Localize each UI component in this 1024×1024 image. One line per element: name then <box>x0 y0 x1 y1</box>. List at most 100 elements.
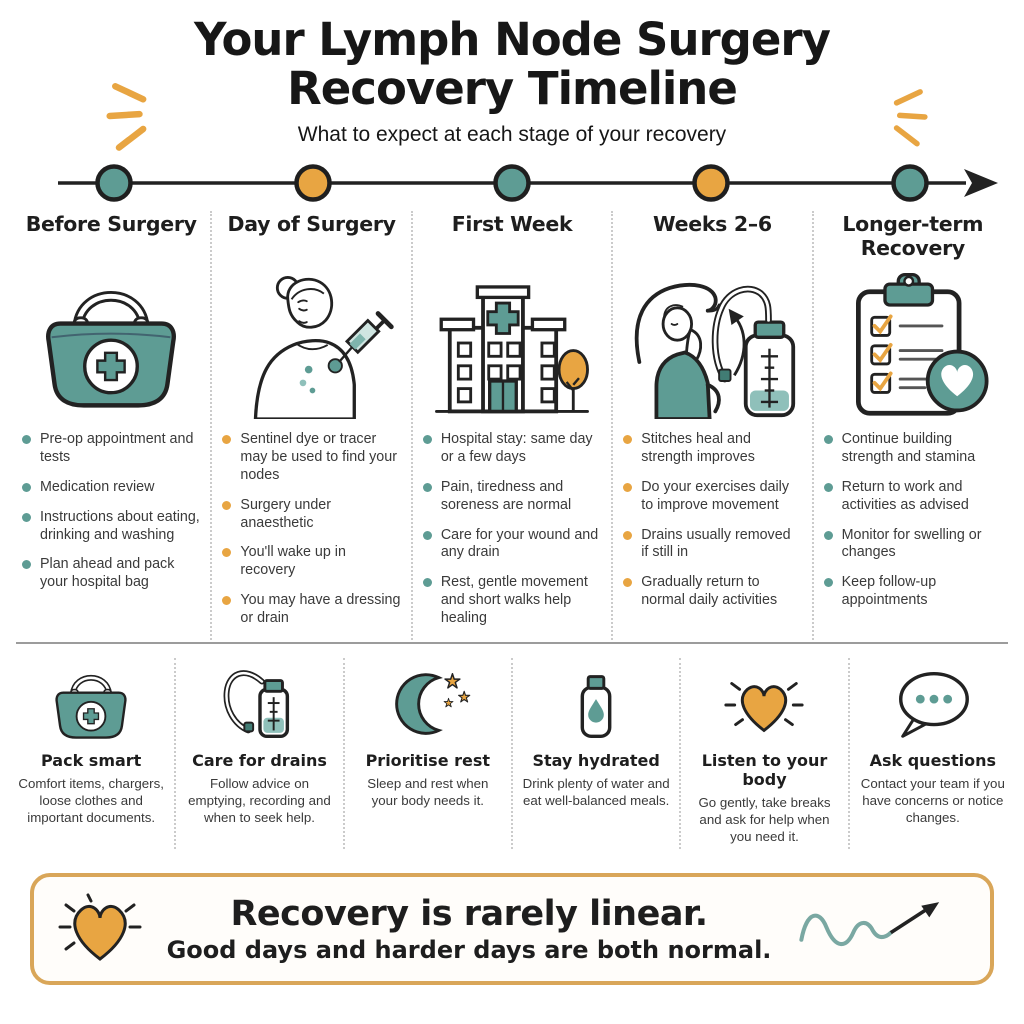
bullet-dot <box>623 482 633 492</box>
list-item: You may have a dressing or drain <box>222 592 400 628</box>
tip-text: Drink plenty of water and eat well-balan… <box>522 775 670 808</box>
tip-title: Listen to your body <box>701 750 828 789</box>
title-line-1: Your Lymph Node Surgery <box>194 13 831 66</box>
stretching-drain-icon <box>635 283 796 420</box>
moon-stars-icon <box>395 672 471 735</box>
bullet-dot <box>823 482 833 492</box>
tip-text: Follow advice on emptying, recording and… <box>188 775 331 825</box>
stage-label: Before Surgery <box>25 212 197 237</box>
stage-label: Weeks 2–6 <box>653 212 772 237</box>
timeline-axis <box>58 164 998 202</box>
bullet-text: Stitches heal and strength improves <box>641 431 755 466</box>
banner-text: Recovery is rarely linear. Good days and… <box>154 894 784 964</box>
water-bottle-icon <box>580 675 612 738</box>
bullet-dot <box>22 435 31 445</box>
bullet-dot <box>823 530 833 540</box>
tip-listen-to-your-body: Listen to your body Go gently, take brea… <box>681 657 850 849</box>
bullet-dot <box>422 482 432 492</box>
drain-bottle-icon <box>224 670 290 738</box>
heart-burst-icon <box>58 893 142 961</box>
list-item: You'll wake up in recovery <box>222 544 400 580</box>
bullet-dot <box>22 512 31 522</box>
stages-row: Before Surgery Pre-op appointment and te… <box>0 211 1024 640</box>
speech-bubble-icon <box>898 671 969 738</box>
tips-row: Pack smart Comfort items, chargers, loos… <box>0 652 1024 849</box>
stage-weeks-2-6: Weeks 2–6 <box>613 211 814 640</box>
sparkle-rays-icon <box>106 83 147 151</box>
tip-title: Ask questions <box>869 750 996 770</box>
bullet-text: Surgery under anaesthetic <box>240 496 332 531</box>
bullet-dot <box>422 435 432 445</box>
bullet-text: Keep follow-up appointments <box>841 574 937 609</box>
tip-title: Care for drains <box>192 750 327 770</box>
bullet-text: Medication review <box>40 478 155 495</box>
tip-ask-questions: Ask questions Contact your team if you h… <box>850 658 1016 849</box>
bullet-text: Return to work and activities as advised <box>841 478 969 513</box>
list-item: Pre-op appointment and tests <box>22 431 200 467</box>
bullet-text: Do your exercises daily to improve movem… <box>641 478 790 513</box>
bullet-dot <box>222 596 232 606</box>
bullet-text: Monitor for swelling or changes <box>841 526 982 561</box>
tip-pack-smart: Pack smart Comfort items, chargers, loos… <box>8 657 177 849</box>
list-item: Sentinel dye or tracer may be used to fi… <box>222 431 400 485</box>
tip-title: Pack smart <box>41 750 142 770</box>
tip-text: Go gently, take breaks and ask for help … <box>698 794 831 844</box>
tip-title: Prioritise rest <box>365 750 491 770</box>
list-item: Continue building strength and stamina <box>823 431 1002 467</box>
stage-label: Longer-term Recovery <box>842 212 984 260</box>
list-item: Hospital stay: same day or a few days <box>422 431 601 467</box>
bullet-text: Pre-op appointment and tests <box>40 431 194 466</box>
bullet-text: Continue building strength and stamina <box>841 431 976 466</box>
bullet-dot <box>222 500 232 510</box>
sparkle-rays-icon <box>893 89 928 147</box>
list-item: Care for your wound and any drain <box>422 526 601 563</box>
bullet-text: Plan ahead and pack your hospital bag <box>40 556 175 591</box>
bullet-text: Pain, tiredness and soreness are normal <box>440 478 572 513</box>
hospital-bag-icon <box>46 291 177 408</box>
timeline-dot-2 <box>294 164 332 202</box>
bullet-text: Rest, gentle movement and short walks he… <box>440 574 588 627</box>
bullet-text: Drains usually removed if still in <box>641 526 791 561</box>
heart-burst-icon <box>724 681 805 733</box>
list-item: Keep follow-up appointments <box>823 574 1002 610</box>
arrow-right-icon <box>964 169 998 198</box>
bullet-dot <box>22 482 31 492</box>
hospital-bag-icon <box>55 674 127 739</box>
bullet-dot <box>623 435 633 445</box>
timeline-dot-1 <box>95 164 133 202</box>
list-item: Stitches heal and strength improves <box>623 431 801 467</box>
tip-text: Sleep and rest when your body needs it. <box>367 775 489 808</box>
list-item: Gradually return to normal daily activit… <box>623 574 801 610</box>
list-item: Pain, tiredness and soreness are normal <box>422 478 601 515</box>
bullet-text: Sentinel dye or tracer may be used to fi… <box>240 431 397 483</box>
subtitle: What to expect at each stage of your rec… <box>297 123 727 147</box>
list-item: Medication review <box>22 479 200 497</box>
tip-prioritise-rest: Prioritise rest Sleep and rest when your… <box>345 657 513 849</box>
bullet-dot <box>823 435 833 445</box>
list-item: Do your exercises daily to improve movem… <box>623 479 801 515</box>
bottom-banner: Recovery is rarely linear. Good days and… <box>30 872 994 985</box>
bullet-dot <box>623 578 633 588</box>
timeline-dot-5 <box>891 164 929 202</box>
timeline-dot-4 <box>692 164 730 202</box>
squiggle-arrow-icon <box>799 902 940 946</box>
bullet-text: You may have a dressing or drain <box>240 592 401 627</box>
list-item: Surgery under anaesthetic <box>222 497 400 533</box>
checklist-heart-icon <box>855 273 989 416</box>
bullet-text: Instructions about eating, drinking and … <box>40 508 200 543</box>
bullet-dot <box>222 435 232 445</box>
tip-stay-hydrated: Stay hydrated Drink plenty of water and … <box>513 657 682 849</box>
header: Your Lymph Node Surgery Recovery Timelin… <box>0 0 1024 151</box>
stage-longer-term-recovery: Longer-term Recovery <box>814 211 1012 640</box>
timeline-dot-3 <box>493 164 531 202</box>
list-item: Monitor for swelling or changes <box>823 526 1002 563</box>
bullet-text: Care for your wound and any drain <box>440 526 599 561</box>
bullet-dot <box>222 548 232 558</box>
bullet-dot <box>823 578 833 588</box>
tip-care-for-drains: Care for drains Follow advice on emptyin… <box>176 657 345 849</box>
stage-first-week: First Week Ho <box>413 211 614 640</box>
bullet-dot <box>422 578 432 588</box>
bullet-text: You'll wake up in recovery <box>240 544 346 579</box>
bullet-text: Gradually return to normal daily activit… <box>641 574 778 609</box>
